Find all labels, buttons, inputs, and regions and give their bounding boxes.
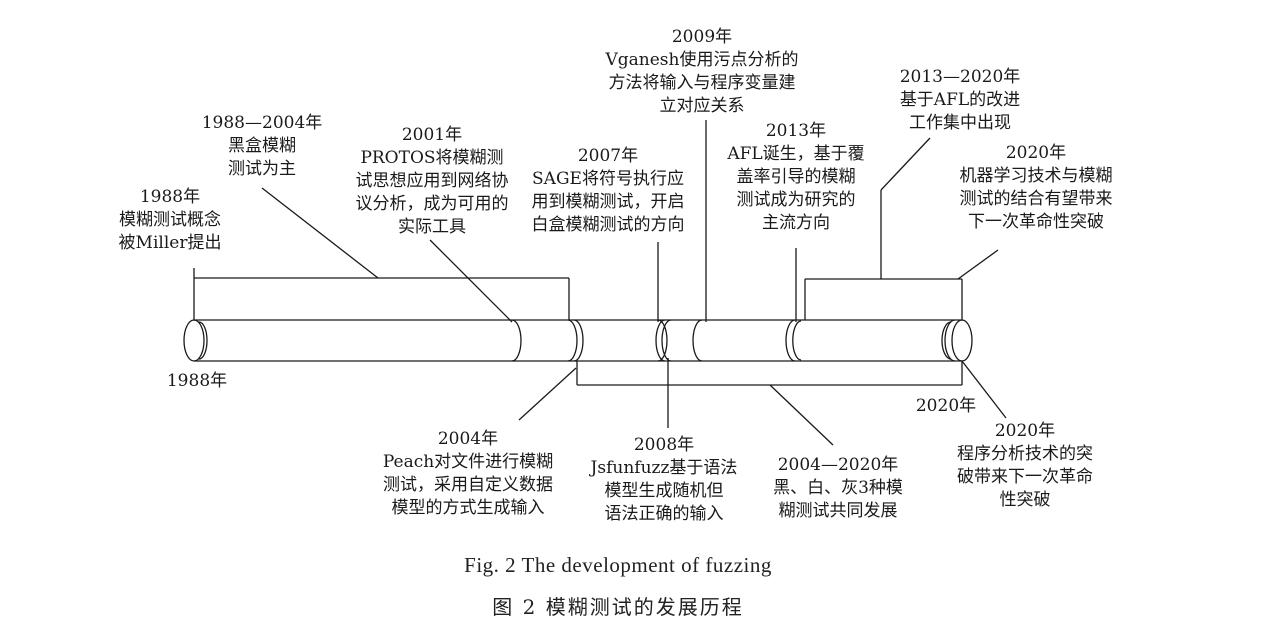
leader-2004 xyxy=(518,367,577,421)
timeline-start-label: 1988年 xyxy=(166,371,228,391)
leader-2001 xyxy=(429,239,513,323)
divider-2013-b xyxy=(792,320,802,361)
divider-2001 xyxy=(511,319,522,362)
timeline-end-label: 2020年 xyxy=(915,396,977,416)
timeline-right-cap-inner2 xyxy=(941,321,952,360)
event-2013-label: 2013年 AFL诞生，基于覆 盖率引导的模糊 测试成为研究的 主流方向 xyxy=(727,121,865,233)
leader-2013-2020-diag xyxy=(880,137,931,191)
figure-caption-cn: 图 2 模糊测试的发展历程 xyxy=(492,595,744,619)
leader-2020-pa xyxy=(961,360,1007,419)
event-2013-2020-label: 2013—2020年 基于AFL的改进 工作集中出现 xyxy=(899,67,1021,133)
figure-caption-en: Fig. 2 The development of fuzzing xyxy=(464,553,772,577)
event-2020-ml-label: 2020年 机器学习技术与模糊 测试的结合有望带来 下一次革命性突破 xyxy=(959,143,1113,232)
divider-2008-a xyxy=(655,319,666,362)
event-1988-2004-label: 1988—2004年 黑盒模糊 测试为主 xyxy=(201,113,323,179)
timeline-left-cap xyxy=(183,319,205,362)
event-2009-label: 2009年 Vganesh使用污点分析的 方法将输入与程序变量建 立对应关系 xyxy=(605,27,799,116)
event-2007-label: 2007年 SAGE将符号执行应 用到模糊测试，开启 白盒模糊测试的方向 xyxy=(531,146,685,235)
divider-2004-a xyxy=(567,319,578,362)
leader-2020-ml xyxy=(957,249,999,280)
event-2020-pa-label: 2020年 程序分析技术的突 破带来下一次革命 性突破 xyxy=(957,421,1093,510)
event-1988-label: 1988年 模糊测试概念 被Miller提出 xyxy=(118,187,222,253)
event-2001-label: 2001年 PROTOS将模糊测 试思想应用到网络协 议分析，成为可用的 实际工… xyxy=(355,125,509,237)
event-2008-label: 2008年 Jsfunfuzz基于语法 模型生成随机但 语法正确的输入 xyxy=(590,435,738,524)
divider-2004-b xyxy=(573,319,584,362)
leader-2004-2020 xyxy=(769,384,834,446)
leader-1988-2004 xyxy=(261,187,379,279)
event-2004-label: 2004年 Peach对文件进行模糊 测试，采用自定义数据 模型的方式生成输入 xyxy=(382,429,554,518)
timeline-left-cap-inner xyxy=(198,321,208,360)
event-2004-2020-label: 2004—2020年 黑、白、灰3种模 糊测试共同发展 xyxy=(773,455,903,521)
timeline-right-cap xyxy=(951,319,973,362)
divider-2013 xyxy=(785,319,796,362)
divider-2009 xyxy=(692,319,703,362)
timeline-right-cap-inner xyxy=(944,319,956,362)
